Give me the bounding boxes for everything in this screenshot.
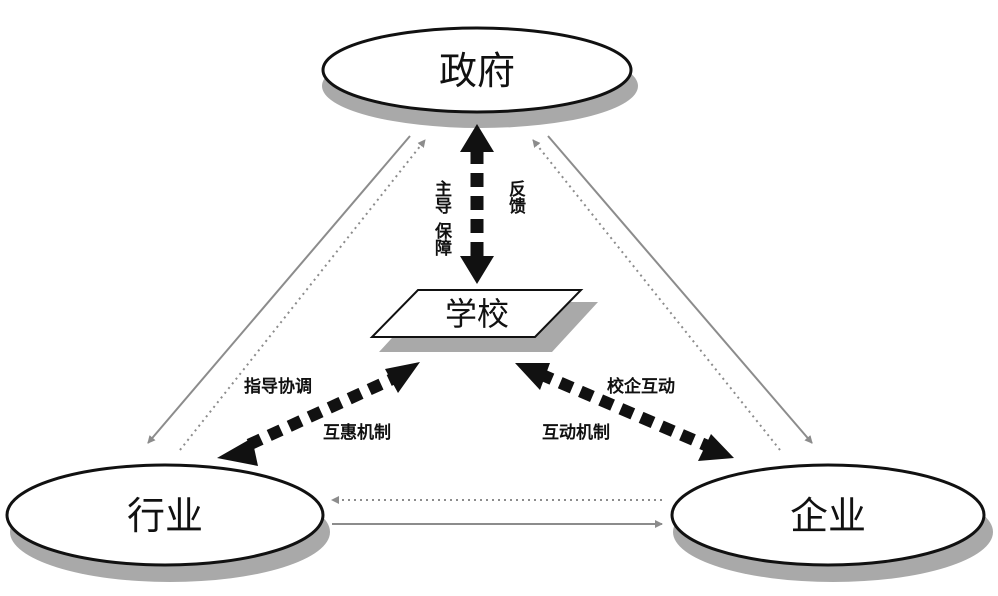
arrow-school-enterprise bbox=[515, 363, 734, 461]
label-gov-school-left: 主导 保障 bbox=[431, 179, 453, 257]
arrow-industry-to-gov-dotted bbox=[179, 139, 426, 451]
thin-arrows bbox=[147, 135, 813, 528]
label-interaction-mechanism: 互动机制 bbox=[542, 422, 610, 443]
label-leadership: 主导 bbox=[431, 179, 452, 215]
label-mutual-benefit: 互惠机制 bbox=[323, 422, 391, 443]
arrow-gov-to-enterprise bbox=[547, 135, 813, 444]
arrow-gov-school bbox=[460, 124, 494, 284]
node-school: 学校 bbox=[369, 289, 598, 352]
label-feedback: 反馈 bbox=[505, 180, 526, 215]
label-guidance-coordination: 指导协调 bbox=[244, 376, 312, 397]
label-guarantee: 保障 bbox=[431, 221, 453, 257]
node-government: 政府 bbox=[321, 26, 638, 128]
arrow-gov-to-industry bbox=[147, 135, 411, 444]
school-label: 学校 bbox=[445, 295, 509, 333]
arrow-enterprise-to-gov-dotted bbox=[532, 139, 781, 451]
enterprise-label: 企业 bbox=[790, 494, 866, 538]
node-enterprise: 企业 bbox=[670, 463, 993, 582]
arrow-school-industry bbox=[217, 362, 420, 466]
node-industry: 行业 bbox=[5, 463, 330, 582]
label-school-enterprise-interaction: 校企互动 bbox=[607, 376, 675, 397]
industry-label: 行业 bbox=[127, 494, 203, 538]
government-label: 政府 bbox=[439, 49, 515, 93]
